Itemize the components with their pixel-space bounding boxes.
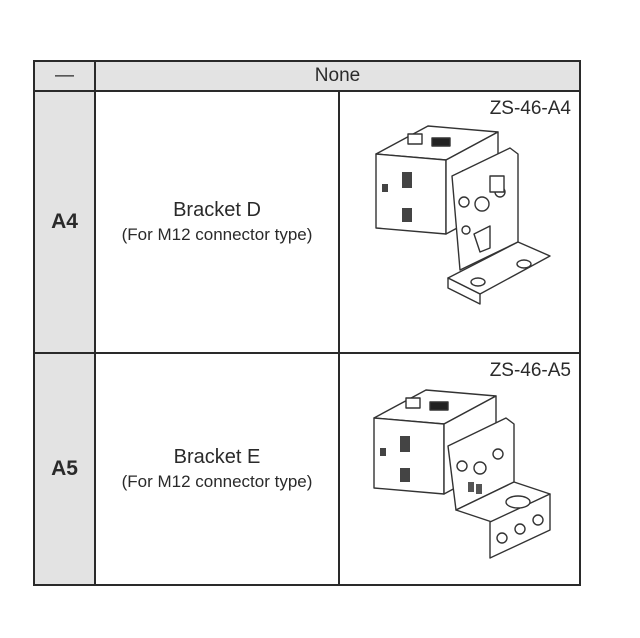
bracket-name: Bracket E xyxy=(173,446,261,468)
options-table: — None A4 Bracket D (For M12 connector t… xyxy=(33,60,581,586)
row-code-a5: A5 xyxy=(35,354,96,584)
row-image-a4: ZS-46-A4 xyxy=(340,92,579,354)
bracket-note: (For M12 connector type) xyxy=(121,472,313,491)
row-description-a4: Bracket D (For M12 connector type) xyxy=(96,92,340,354)
row-image-a5: ZS-46-A5 xyxy=(340,354,579,584)
bracket-d-illustration xyxy=(375,125,551,305)
row-code-a4: A4 xyxy=(35,92,96,354)
row-description-a5: Bracket E (For M12 connector type) xyxy=(96,354,340,584)
header-code-cell: — xyxy=(35,62,96,92)
model-number: ZS-46-A4 xyxy=(489,98,571,119)
header-label-cell: None xyxy=(96,62,579,92)
bracket-e-illustration xyxy=(373,389,551,559)
bracket-name: Bracket D xyxy=(173,199,261,221)
bracket-note: (For M12 connector type) xyxy=(121,225,313,244)
model-number: ZS-46-A5 xyxy=(489,360,571,381)
